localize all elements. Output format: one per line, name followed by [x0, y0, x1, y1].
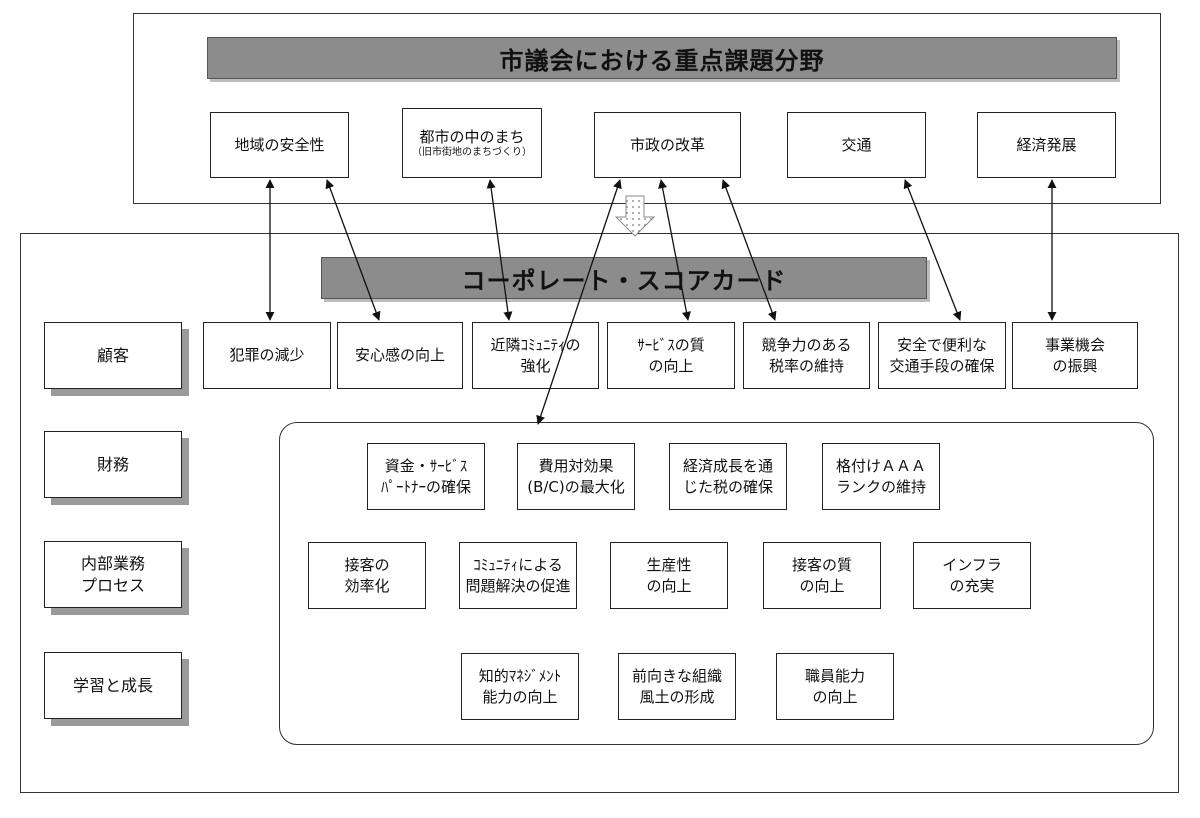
- area-town-in-city: 都市の中のまち （旧市街地のまちづくり）: [402, 108, 542, 178]
- area-government-reform: 市政の改革: [594, 112, 741, 178]
- link-safety-security: [325, 179, 381, 321]
- objective-label-line2: (B/C)の最大化: [527, 477, 625, 496]
- objective-label-line2: 風土の形成: [639, 687, 715, 706]
- area-economic-development: 経済発展: [977, 112, 1116, 178]
- objective-label: ｻｰﾋﾞｽの質: [637, 336, 705, 355]
- learning-staff-capability: 職員能力 の向上: [776, 653, 894, 720]
- perspective-learning-growth: 学習と成長: [44, 652, 182, 719]
- objective-label-line2: ﾊﾟｰﾄﾅｰの確保: [380, 477, 471, 496]
- area-label: 市政の改革: [629, 135, 705, 154]
- objective-label: ｺﾐｭﾆﾃｨによる: [473, 556, 563, 575]
- objective-label-line2: の向上: [812, 687, 858, 706]
- objective-label-line2: ランクの維持: [835, 477, 926, 496]
- objective-label-line2: 問題解決の促進: [465, 576, 571, 595]
- area-label: 都市の中のまち: [419, 127, 525, 146]
- process-productivity: 生産性 の向上: [610, 542, 728, 609]
- link-transport-safe: [903, 179, 962, 321]
- objective-label-line2: の向上: [646, 576, 692, 595]
- customer-competitive-tax-rate: 競争力のある 税率の維持: [743, 322, 870, 389]
- objective-label-line2: 税率の維持: [768, 356, 844, 375]
- process-service-quality: 接客の質 の向上: [763, 542, 881, 609]
- customer-sense-of-security: 安心感の向上: [337, 322, 463, 389]
- area-label: 地域の安全性: [234, 135, 325, 154]
- perspective-finance: 財務: [44, 431, 182, 498]
- link-reform-service: [658, 179, 691, 321]
- objective-label: 職員能力: [804, 667, 865, 686]
- objective-label-line2: 効率化: [344, 576, 390, 595]
- objective-label: 資金・ｻｰﾋﾞｽ: [384, 457, 468, 476]
- objective-label: 格付けＡＡＡ: [835, 457, 926, 476]
- objective-label-line2: の向上: [799, 576, 845, 595]
- area-label: 交通: [841, 135, 872, 154]
- council-title: 市議会における重点課題分野: [499, 46, 825, 75]
- objective-label: 経済成長を通: [682, 457, 773, 476]
- objective-label-line2: の向上: [648, 356, 694, 375]
- perspective-internal-process: 内部業務 プロセス: [44, 541, 182, 608]
- area-sublabel: （旧市街地のまちづくり）: [412, 147, 532, 159]
- finance-funding-partners: 資金・ｻｰﾋﾞｽ ﾊﾟｰﾄﾅｰの確保: [367, 443, 485, 510]
- perspective-label-line2: プロセス: [80, 575, 145, 595]
- area-transport: 交通: [787, 112, 926, 178]
- objective-label-line2: 能力の向上: [482, 687, 558, 706]
- objective-label: 接客の: [344, 556, 390, 575]
- perspective-customer: 顧客: [44, 322, 182, 389]
- process-community-problem-solving: ｺﾐｭﾆﾃｨによる 問題解決の促進: [459, 542, 577, 609]
- finance-cost-effectiveness: 費用対効果 (B/C)の最大化: [517, 443, 635, 510]
- objective-label: 知的ﾏﾈｼﾞﾒﾝﾄ: [478, 667, 562, 686]
- perspective-label: 学習と成長: [72, 675, 153, 695]
- down-block-arrow: [614, 195, 656, 237]
- link-reform-tax: [721, 179, 777, 321]
- objective-label-line2: 交通手段の確保: [889, 356, 995, 375]
- objective-label: 安心感の向上: [354, 346, 445, 365]
- link-reform-finance: [536, 179, 622, 425]
- objective-label-line2: の充実: [949, 576, 995, 595]
- objective-label-line2: の振興: [1052, 356, 1098, 375]
- process-service-efficiency: 接客の 効率化: [308, 542, 426, 609]
- council-title-banner: 市議会における重点課題分野: [207, 37, 1117, 79]
- finance-tax-via-growth: 経済成長を通 じた税の確保: [669, 443, 787, 510]
- perspective-label: 顧客: [96, 345, 129, 365]
- objective-label: 事業機会: [1044, 336, 1105, 355]
- objective-label: 安全で便利な: [896, 336, 987, 355]
- objective-label: インフラ: [942, 556, 1002, 575]
- objective-label: 前向きな組織: [631, 667, 722, 686]
- customer-safe-transport: 安全で便利な 交通手段の確保: [878, 322, 1006, 389]
- objective-label: 競争力のある: [761, 336, 852, 355]
- customer-crime-reduction: 犯罪の減少: [203, 322, 331, 389]
- perspective-label: 内部業務: [80, 553, 145, 573]
- link-town-community: [486, 179, 513, 321]
- objective-label: 生産性: [646, 556, 692, 575]
- finance-aaa-rating: 格付けＡＡＡ ランクの維持: [822, 443, 940, 510]
- process-infrastructure: インフラ の充実: [913, 542, 1031, 609]
- objective-label: 費用対効果: [538, 457, 614, 476]
- objective-label: 接客の質: [791, 556, 852, 575]
- customer-business-opportunity: 事業機会 の振興: [1012, 322, 1138, 389]
- learning-organizational-culture: 前向きな組織 風土の形成: [618, 653, 736, 720]
- area-label: 経済発展: [1016, 135, 1077, 154]
- perspective-label: 財務: [96, 454, 129, 474]
- area-regional-safety: 地域の安全性: [210, 112, 349, 178]
- learning-knowledge-management: 知的ﾏﾈｼﾞﾒﾝﾄ 能力の向上: [461, 653, 579, 720]
- objective-label: 犯罪の減少: [229, 346, 305, 365]
- objective-label-line2: じた税の確保: [682, 477, 773, 496]
